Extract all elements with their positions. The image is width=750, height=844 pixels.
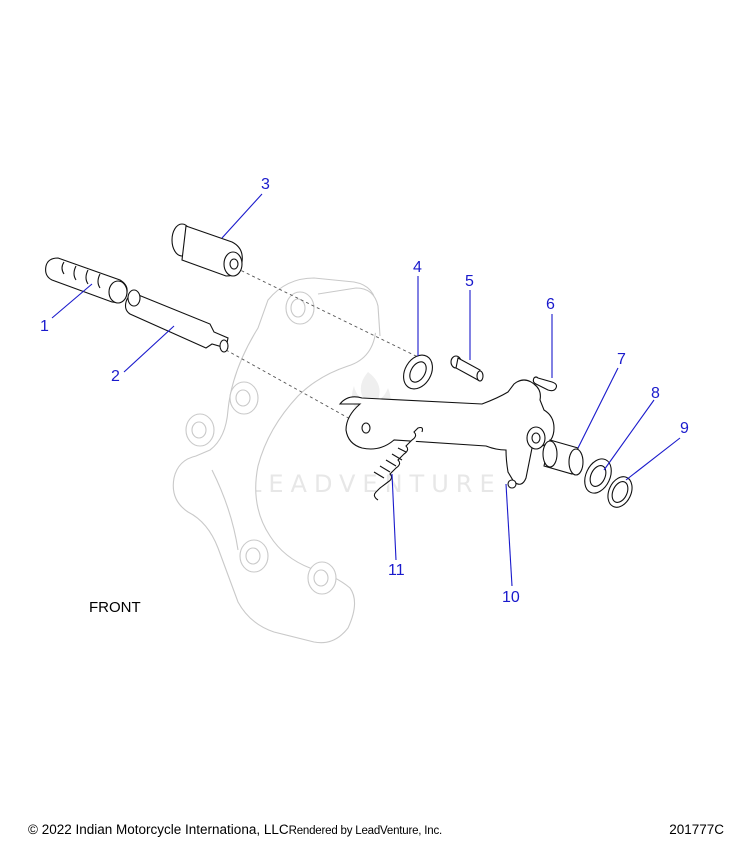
callout-7: 7 — [617, 351, 626, 368]
part-8-washer — [584, 458, 612, 494]
leader-lines — [51, 193, 681, 587]
part-7-sleeve — [542, 439, 584, 476]
part-3-flanged-bushing — [171, 223, 243, 277]
part-11-spring — [373, 426, 424, 501]
part-9-snap-ring — [607, 476, 633, 508]
footer-copyright: © 2022 Indian Motorcycle Internationa, L… — [28, 822, 442, 837]
watermark-text: LEADVENTURE — [248, 470, 502, 498]
part-6-cotter-pin — [532, 376, 558, 392]
callouts: 1 2 3 4 5 6 7 8 9 10 11 — [40, 176, 689, 606]
part-1-grooved-bushing — [45, 257, 128, 304]
copyright-text: © 2022 Indian Motorcycle Internationa, L… — [28, 822, 289, 837]
diagram-id: 201777C — [669, 822, 724, 837]
callout-11: 11 — [388, 562, 405, 579]
callout-3: 3 — [261, 176, 270, 193]
ghost-bracket — [172, 277, 381, 644]
callout-2: 2 — [111, 368, 120, 385]
callout-5: 5 — [465, 273, 474, 290]
rendered-by-text: Rendered by LeadVenture, Inc. — [288, 825, 443, 837]
callout-8: 8 — [651, 385, 660, 402]
callout-9: 9 — [680, 420, 689, 437]
part-5-clevis-pin — [450, 355, 484, 382]
part-4-washer — [403, 354, 433, 390]
callout-6: 6 — [546, 296, 555, 313]
front-label: FRONT — [89, 599, 141, 616]
assembly-lines — [225, 267, 421, 421]
part-2-pivot-shaft — [124, 289, 229, 353]
callout-10: 10 — [502, 589, 520, 606]
part-10-lever-arm — [338, 379, 555, 489]
callout-4: 4 — [413, 259, 422, 276]
callout-1: 1 — [40, 318, 49, 335]
